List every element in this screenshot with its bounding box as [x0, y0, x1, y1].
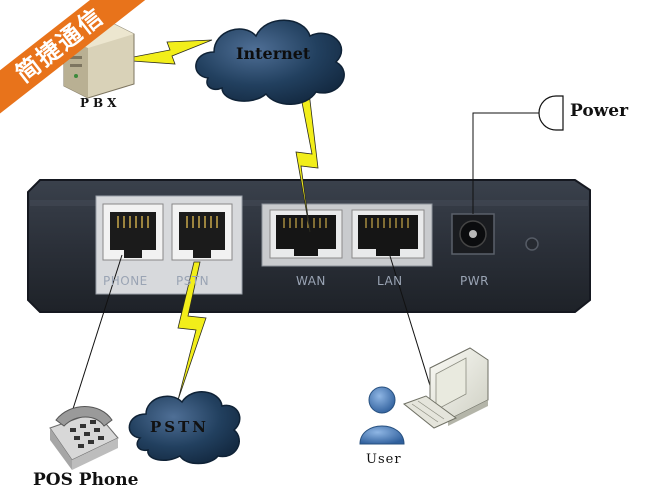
port-label-lan: LAN [377, 274, 403, 288]
pbx-label: PBX [80, 96, 121, 110]
port-label-pstn: PSTN [176, 274, 210, 288]
pbx-internet-bolt [117, 39, 213, 65]
port-label-wan: WAN [296, 274, 326, 288]
lan-line [389, 255, 433, 393]
pstn-cloud-icon [128, 391, 241, 465]
power-label: Power [570, 101, 629, 121]
user-person-icon [359, 386, 405, 445]
port-label-phone: PHONE [103, 274, 148, 288]
power-plug-icon [538, 95, 564, 131]
phone-jack [102, 203, 164, 261]
port-label-pwr: PWR [460, 274, 489, 288]
gateway-device [27, 179, 591, 313]
wan-jack [269, 209, 343, 259]
pos-phone-icon [49, 406, 119, 470]
status-led [525, 237, 539, 251]
lan-jack [351, 209, 425, 259]
connection-lines [71, 112, 545, 413]
pstn-cloud-label: PSTN [150, 418, 209, 436]
internet-cloud-icon [195, 19, 345, 105]
user-pc-icon [402, 347, 489, 429]
user-label: User [366, 452, 402, 467]
internet-label: Internet [236, 44, 311, 63]
pos-phone-label: POS Phone [33, 470, 139, 490]
wireless-links [117, 39, 319, 401]
phone-line [71, 254, 123, 413]
power-line [472, 112, 545, 214]
power-socket [451, 213, 495, 255]
pstn-jack [171, 203, 233, 261]
pstn-bolt [177, 261, 207, 401]
internet-wan-bolt [295, 91, 319, 233]
